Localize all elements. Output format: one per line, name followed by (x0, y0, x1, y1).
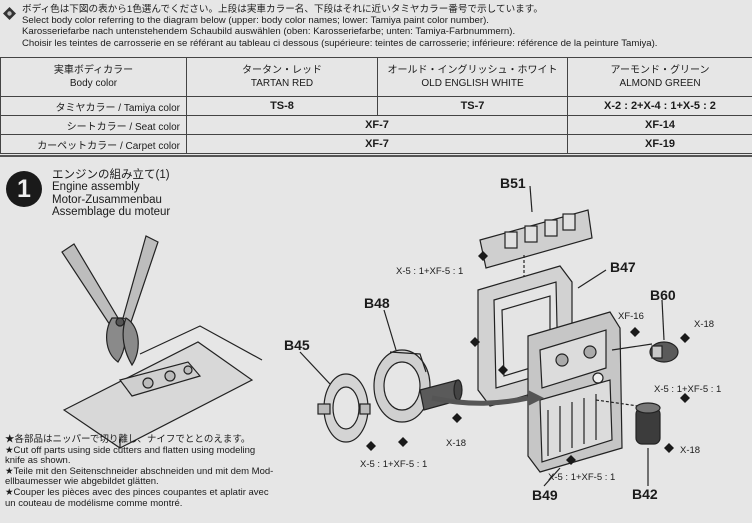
cell-value: TS-8 (186, 96, 378, 116)
part-b49-icon (527, 311, 623, 473)
note-line: knife as shown. (5, 455, 71, 467)
label-b51: B51 (500, 175, 526, 191)
paint-drop-icon (664, 443, 674, 453)
part-b60-icon (611, 341, 679, 363)
assembly-illustration: B51 B47 B48 B45 B60 B49 B42 X-5 : 1+XF-5… (61, 175, 721, 503)
step-title-fr: Assemblage du moteur (52, 206, 171, 219)
note-line: ★Couper les pièces avec des pinces coupa… (5, 486, 269, 498)
intro-line-de: Karosseriefarbe nach untenstehendem Scha… (22, 26, 516, 38)
arrow-head-icon (528, 390, 544, 406)
assembly-arrow (431, 395, 529, 406)
row-label: タミヤカラー / Tamiya color (0, 96, 187, 116)
cell-value: X-2 : 2+X-4 : 1+X-5 : 2 (567, 96, 752, 116)
header-col-en: ALMOND GREEN (619, 78, 701, 89)
label-b45: B45 (284, 337, 310, 353)
step-title-de: Motor-Zusammenbau (52, 193, 162, 206)
header-col-jp: タータン・レッド (242, 65, 322, 76)
note-line: ★各部品はニッパーで切り離し、ナイフでととのえます。 (5, 434, 251, 445)
header-col-jp: アーモンド・グリーン (610, 65, 710, 76)
cutting-notes: ★各部品はニッパーで切り離し、ナイフでととのえます。 ★Cut off part… (5, 434, 305, 509)
paint-drop-icon (398, 437, 408, 447)
paint-label: X-18 (694, 319, 714, 330)
intro-line-en: Select body color referring to the diagr… (22, 15, 489, 27)
label-b48: B48 (364, 295, 390, 311)
small-part-icon (118, 361, 202, 397)
table-row-seat-color: シートカラー / Seat color XF-7 XF-14 (0, 115, 752, 135)
step-title-jp: エンジンの組み立て(1) (52, 169, 170, 181)
paint-drop-icon (470, 337, 480, 347)
paint-drop-icon (680, 393, 690, 403)
row-label: カーペットカラー / Carpet color (0, 134, 187, 154)
header-old-english-white: オールド・イングリッシュ・ホワイト OLD ENGLISH WHITE (377, 57, 568, 97)
header-tartan-red: タータン・レッド TARTAN RED (186, 57, 378, 97)
side-cutters-icon (61, 235, 159, 367)
label-b47: B47 (610, 259, 636, 275)
note-line: ★Cut off parts using side cutters and fl… (5, 444, 256, 456)
note-line: un couteau de modélisme comme montré. (5, 497, 183, 509)
paint-label: X-5 : 1+XF-5 : 1 (654, 384, 721, 395)
paint-label: X-18 (446, 438, 466, 449)
step-title: エンジンの組み立て(1) Engine assembly Motor-Zusam… (52, 169, 170, 219)
diamond-bullet-icon (3, 7, 16, 20)
table-row-tamiya-color: タミヤカラー / Tamiya color TS-8 TS-7 X-2 : 2+… (0, 96, 752, 116)
label-b42: B42 (632, 486, 658, 502)
part-b48-icon (373, 349, 431, 423)
paint-drop-icon (366, 441, 376, 451)
paint-label: X-5 : 1+XF-5 : 1 (360, 459, 427, 470)
table-header-row: 実車ボディカラー Body color タータン・レッド TARTAN RED … (0, 57, 752, 97)
cell-value: TS-7 (377, 96, 568, 116)
note-line: ★Teile mit den Seitenschneider abschneid… (5, 465, 274, 477)
header-label-en: Body color (69, 78, 118, 89)
paint-label: X-5 : 1+XF-5 : 1 (548, 472, 615, 483)
paint-drop-icon (498, 365, 508, 375)
part-b42-icon (595, 399, 661, 445)
cell-value: XF-7 (186, 134, 568, 154)
label-b49: B49 (532, 487, 558, 503)
cell-value: XF-19 (567, 134, 752, 154)
part-b51-icon (479, 209, 593, 298)
header-col-en: TARTAN RED (250, 78, 314, 89)
body-color-table: 実車ボディカラー Body color タータン・レッド TARTAN RED … (0, 57, 752, 154)
step-title-en: Engine assembly (52, 181, 140, 194)
step-number-badge: 1 (6, 171, 42, 207)
paint-label: XF-16 (618, 311, 644, 322)
label-b60: B60 (650, 287, 676, 303)
part-b45-icon (317, 373, 371, 443)
paint-label: X-5 : 1+XF-5 : 1 (396, 266, 463, 277)
cell-value: XF-7 (186, 115, 568, 135)
paint-drop-icon (680, 333, 690, 343)
header-almond-green: アーモンド・グリーン ALMOND GREEN (567, 57, 752, 97)
paint-drop-icon (630, 327, 640, 337)
note-line: ellbaumesser wie abgebildet glätten. (5, 476, 159, 488)
section-divider (0, 155, 752, 157)
workbench-tray (62, 325, 263, 449)
cell-value: XF-14 (567, 115, 752, 135)
paint-drop-icon (566, 455, 576, 465)
intro-line-jp: ボディ色は下図の表から1色選んでください。上段は実車カラー名、下段はそれに近いタ… (22, 4, 543, 15)
header-col-jp: オールド・イングリッシュ・ホワイト (387, 65, 558, 76)
table-row-carpet-color: カーペットカラー / Carpet color XF-7 XF-19 (0, 134, 752, 154)
header-label-jp: 実車ボディカラー (53, 65, 134, 76)
header-label-cell: 実車ボディカラー Body color (0, 57, 187, 97)
row-label: シートカラー / Seat color (0, 115, 187, 135)
paint-markers (366, 251, 690, 465)
header-col-en: OLD ENGLISH WHITE (421, 78, 524, 89)
intro-line-fr: Choisir les teintes de carrosserie en se… (22, 37, 658, 49)
paint-label: X-18 (680, 445, 700, 456)
paint-drop-icon (478, 251, 488, 261)
paint-drop-icon (452, 413, 462, 423)
paint-instructions: ボディ色は下図の表から1色選んでください。上段は実車カラー名、下段はそれに近いタ… (0, 0, 752, 56)
